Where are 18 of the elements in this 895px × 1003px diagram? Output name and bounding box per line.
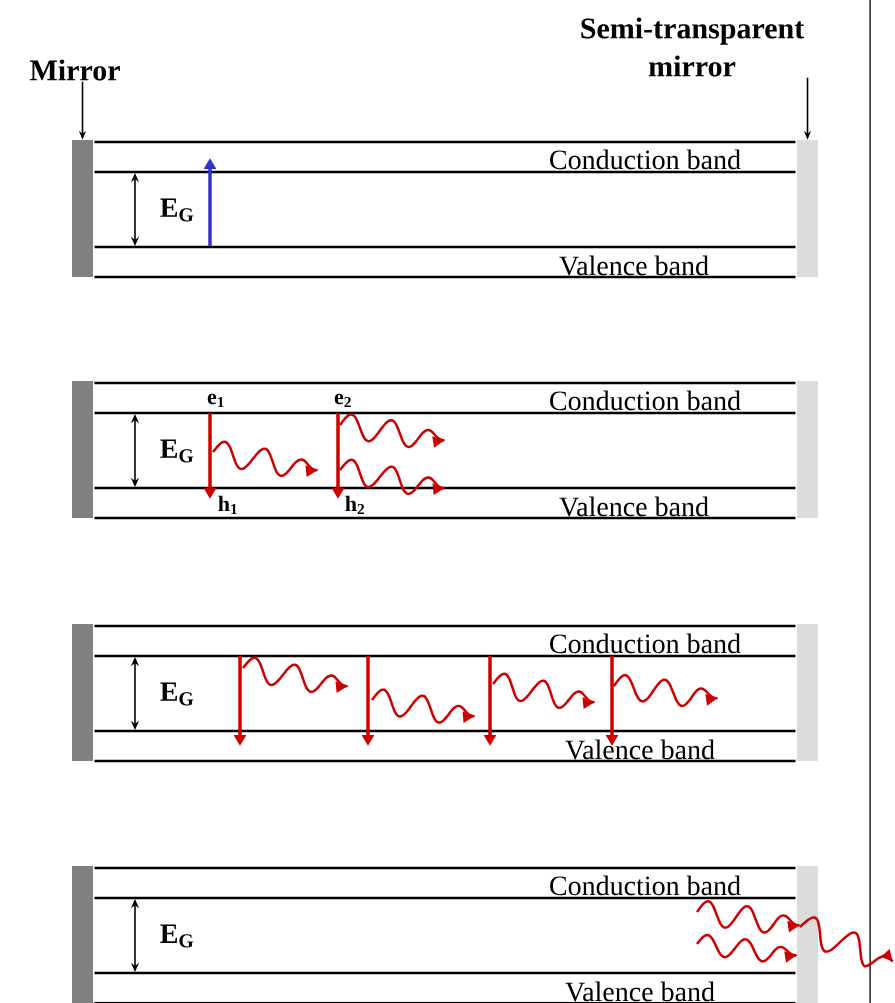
mirror-bar [797,866,818,1003]
mirror-bar [72,866,93,1003]
carrier-label: e$_{2}$ [334,393,351,408]
band-label: Valence band [559,255,709,276]
band-label: Valence band [565,981,715,1002]
band-label: Valence band [565,739,715,760]
mirror-bar [797,624,818,761]
mirror-bar [72,140,93,277]
mirror-label: Semi-transparent mirror [581,17,805,77]
mirror-bar [72,624,93,761]
mirror-label: Mirror [30,59,120,81]
carrier-label: e$_{1}$ [207,393,224,408]
carrier-label: h$_{2}$ [345,495,365,515]
band-label: Valence band [559,496,709,517]
mirror-bar [797,381,818,518]
mirror-bar [72,381,93,518]
mirror-bar [797,140,818,277]
carrier-label: h$_{1}$ [218,495,237,515]
